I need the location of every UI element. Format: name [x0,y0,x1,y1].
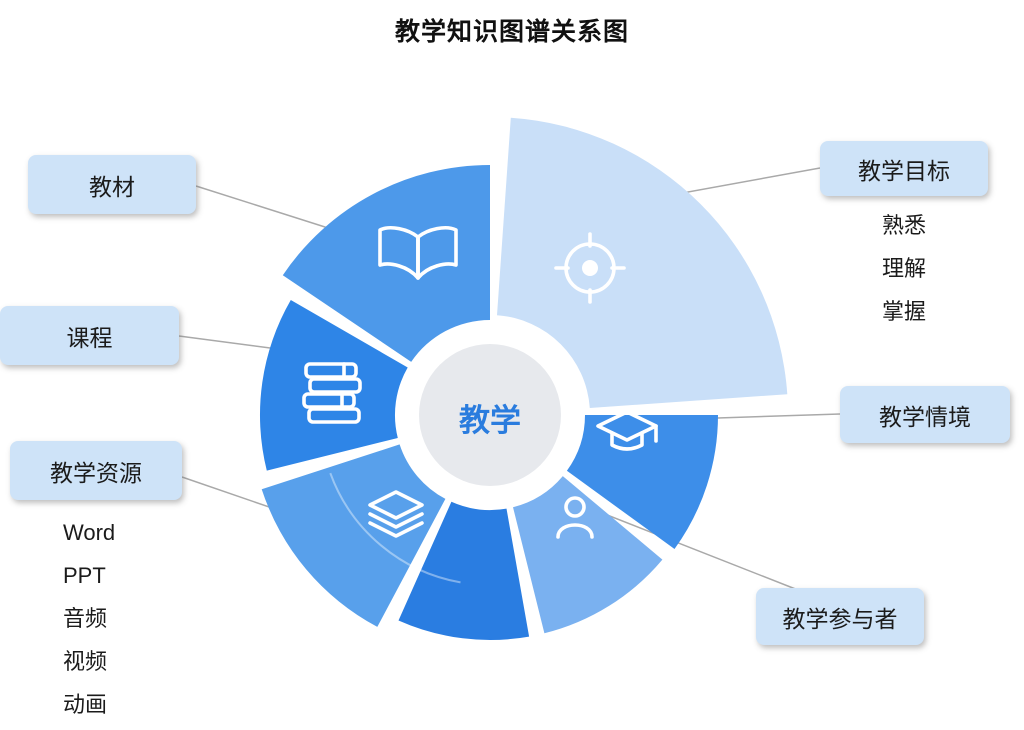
label-jiaocai-text: 教材 [89,173,135,200]
label-mubiao: 教学目标 [820,141,988,196]
label-ziyuan: 教学资源 [10,441,182,500]
graduation-cap-icon [596,410,658,451]
ziyuan-item: Word [63,520,116,545]
segment-icons [302,226,658,539]
label-mubiao-text: 教学目标 [858,157,950,184]
person-icon [556,496,594,539]
ziyuan-item: PPT [63,563,106,588]
ziyuan-item: 视频 [63,649,108,674]
segment-canyuzhe [513,476,663,634]
pie-segments [259,117,788,641]
open-book-icon [378,226,458,280]
target-icon [554,232,626,304]
label-canyuzhe-text: 教学参与者 [782,605,898,632]
connector-canyuzhe [596,510,799,591]
ziyuan-item: 音频 [63,606,108,631]
label-qingjing-text: 教学情境 [879,403,971,430]
label-kecheng-text: 课程 [66,324,113,351]
decorative-arc [329,472,461,584]
center-label: 教学 [459,403,521,438]
mubiao-item: 掌握 [881,299,926,324]
label-qingjing: 教学情境 [840,386,1010,443]
label-jiaocai: 教材 [28,155,196,214]
label-canyuzhe: 教学参与者 [756,588,924,645]
segment-bottom [398,501,530,641]
layers-icon [368,490,424,538]
books-stack-icon [302,362,362,424]
diagram-title: 教学知识图谱关系图 [394,18,629,46]
ziyuan-sublist: Word PPT 音频 视频 动画 [63,511,115,726]
segment-qingjing [566,415,718,549]
mubiao-sublist: 熟悉 理解 掌握 [820,204,988,333]
segment-kecheng [259,300,408,471]
label-ziyuan-text: 教学资源 [50,459,142,486]
segment-ziyuan [261,444,446,627]
segment-mubiao [497,117,788,408]
mubiao-item: 理解 [881,256,926,281]
mubiao-item: 熟悉 [881,213,926,238]
label-kecheng: 课程 [0,306,179,365]
center-circle [419,344,561,486]
ziyuan-item: 动画 [63,692,108,717]
